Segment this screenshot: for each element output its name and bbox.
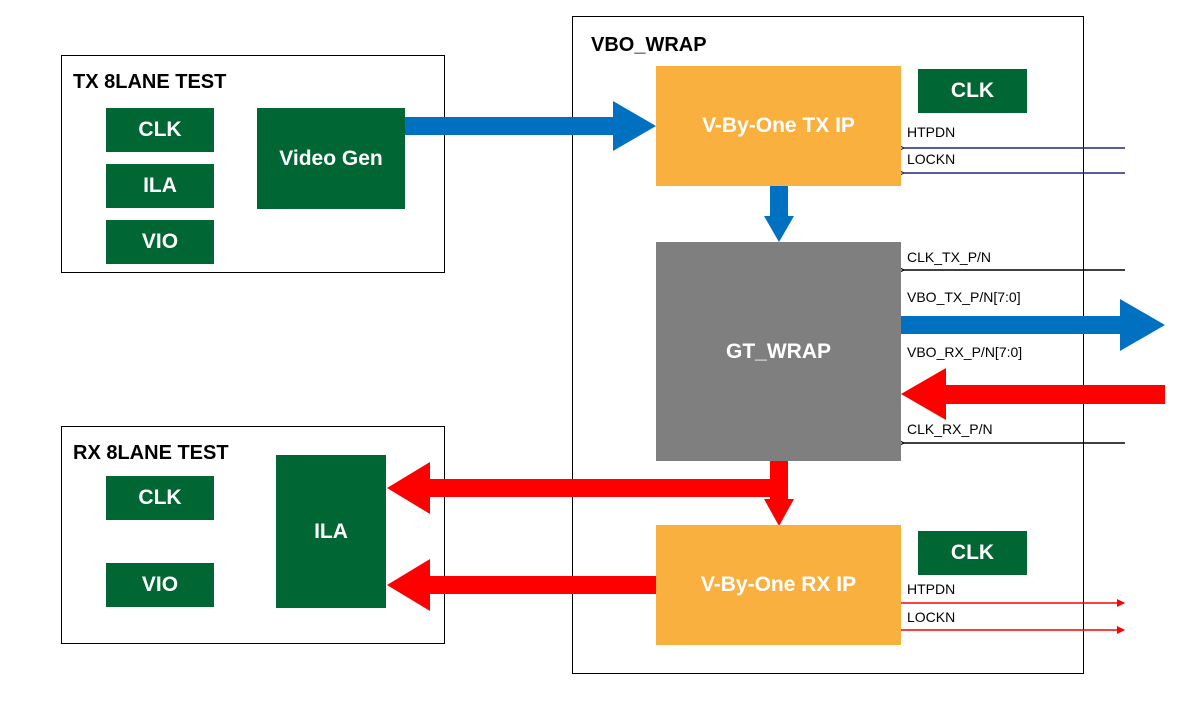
vbo-rx-ip-block: V-By-One RX IP xyxy=(656,525,901,645)
vbo-rx-label: VBO_RX_P/N[7:0] xyxy=(907,344,1023,360)
tx-ip-to-gt-wrap-arrow xyxy=(764,186,794,242)
vbo-tx-ip-block: V-By-One TX IP xyxy=(656,66,901,186)
rx-ip-to-rx-ila-arrow xyxy=(387,559,657,611)
vbo-wrap-title: VBO_WRAP xyxy=(591,34,707,56)
clk-rx-label: CLK_RX_P/N xyxy=(907,421,993,437)
tx-lockn-label: LOCKN xyxy=(907,151,956,167)
rx-htpdn-label: HTPDN xyxy=(907,581,956,597)
tx-test-title: TX 8LANE TEST xyxy=(73,71,227,93)
vbo-rx-clk-block: CLK xyxy=(918,531,1027,575)
rx-clk-block: CLK xyxy=(106,476,214,520)
vbo-rx-input-arrow xyxy=(901,368,1165,420)
rx-vio-block: VIO xyxy=(106,563,214,607)
vbo-tx-label: VBO_TX_P/N[7:0] xyxy=(907,289,1021,305)
clk-tx-label: CLK_TX_P/N xyxy=(907,249,992,265)
gt-wrap-block: GT_WRAP xyxy=(656,242,901,461)
gt-wrap-to-rx-ila-arrow xyxy=(387,462,788,514)
vbo-tx-output-arrow xyxy=(901,299,1165,351)
rx-lockn-label: LOCKN xyxy=(907,609,956,625)
vbo-tx-clk-block: CLK xyxy=(918,69,1027,113)
tx-clk-block: CLK xyxy=(106,108,214,152)
tx-htpdn-label: HTPDN xyxy=(907,124,956,140)
tx-vio-block: VIO xyxy=(106,220,214,264)
video-gen-block: Video Gen xyxy=(257,108,405,209)
rx-ila-block: ILA xyxy=(276,455,386,608)
rx-test-title: RX 8LANE TEST xyxy=(73,442,229,464)
tx-ila-block: ILA xyxy=(106,164,214,208)
video-gen-to-tx-ip-arrow xyxy=(405,101,656,151)
